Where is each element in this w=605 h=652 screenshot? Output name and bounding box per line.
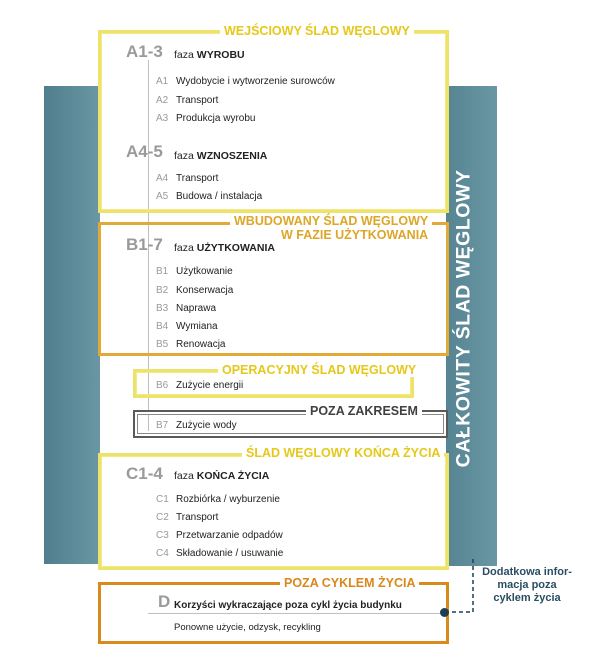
embodied-carbon-label: WBUDOWANY ŚLAD WĘGLOWY (20, 161, 43, 476)
embodied-carbon-column (44, 86, 100, 564)
phase-name: KOŃCA ŻYCIA (196, 470, 270, 482)
phase-prefix: faza (174, 49, 194, 61)
phase-label-d: Korzyści wykraczające poza cykl życia bu… (174, 600, 402, 611)
note-anchor-dot (440, 608, 449, 617)
in-use-embodied-banner: WBUDOWANY ŚLAD WĘGLOWY W FAZIE UŻYTKOWAN… (230, 214, 433, 242)
phase-label-b17: faza UŻYTKOWANIA (174, 242, 275, 254)
phase-code-d: D (158, 592, 171, 611)
phase-prefix: faza (174, 150, 194, 162)
phase-label-c14: faza KOŃCA ŻYCIA (174, 470, 269, 482)
phase-code-a13: A1-3 (126, 42, 163, 61)
out-of-scope-banner: POZA ZAKRESEM (306, 404, 422, 418)
phase-code-a45: A4-5 (126, 142, 163, 161)
phase-label-a45: faza WZNOSZENIA (174, 150, 267, 162)
phase-code-c14: C1-4 (126, 464, 163, 483)
phase-code-b17: B1-7 (126, 235, 163, 254)
out-of-scope-frame (133, 410, 448, 438)
lifecycle-panel (107, 28, 446, 576)
stage-connector-line (148, 60, 149, 431)
phase-label-a13: faza WYROBU (174, 49, 245, 61)
phase-name: WYROBU (196, 49, 245, 61)
phase-sub-d: Ponowne użycie, odzysk, recykling (174, 622, 321, 633)
phase-prefix: faza (174, 242, 194, 254)
additional-info-note: Dodatkowa infor- macja poza cyklem życia (482, 566, 572, 604)
operational-carbon-banner: OPERACYJNY ŚLAD WĘGLOWY (218, 363, 421, 377)
end-of-life-banner: ŚLAD WĘGLOWY KOŃCA ŻYCIA (242, 446, 445, 460)
beyond-lifecycle-banner: POZA CYKLEM ŻYCIA (280, 576, 420, 590)
note-connector (445, 558, 474, 613)
phase-name: WZNOSZENIA (196, 150, 268, 162)
phase-name: UŻYTKOWANIA (196, 242, 275, 254)
whole-life-carbon-label: CAŁKOWITY ŚLAD WĘGLOWY (452, 169, 475, 468)
stage-d-divider (148, 613, 441, 614)
upfront-carbon-banner: WEJŚCIOWY ŚLAD WĘGLOWY (220, 24, 414, 38)
phase-prefix: faza (174, 470, 194, 482)
